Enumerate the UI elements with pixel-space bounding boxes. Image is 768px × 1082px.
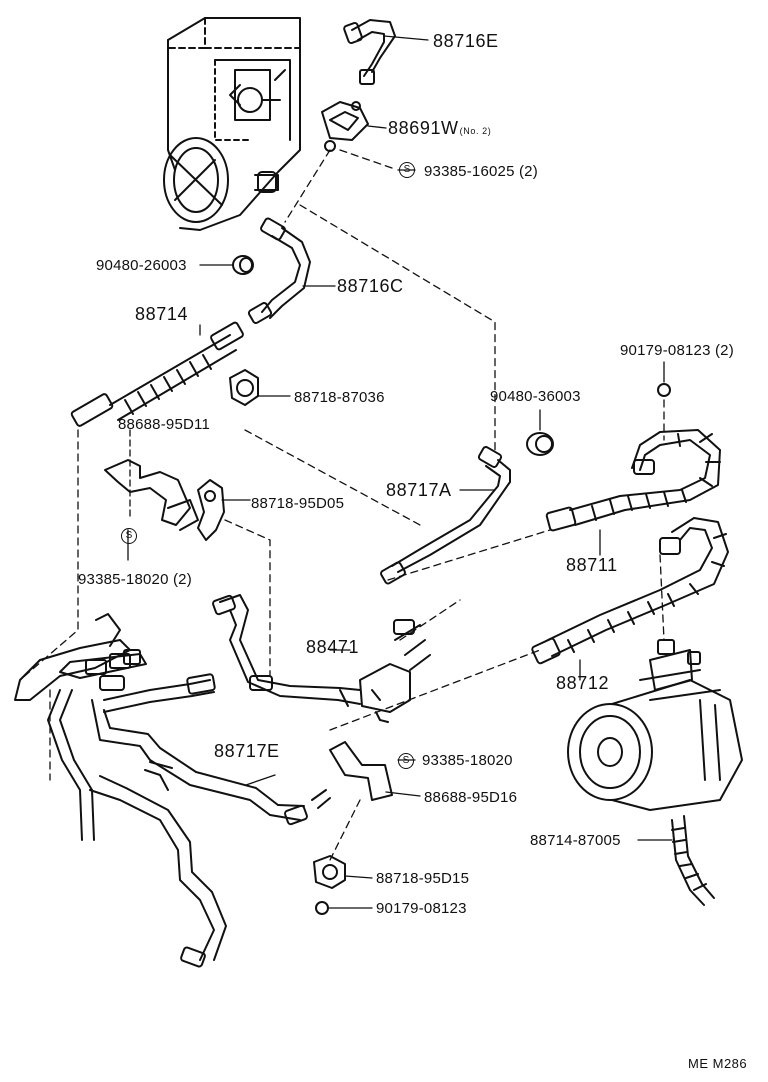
blower-unit-drawing — [163, 17, 301, 231]
label-88711: 88711 — [566, 555, 618, 575]
label-88688-95d16: 88688-95D16 — [424, 789, 518, 806]
label-88718-95d05: 88718-95D05 — [251, 495, 345, 512]
nut-08123-top-drawing — [657, 361, 671, 397]
clamp-87036-drawing — [229, 369, 291, 406]
label-90480-36003: 90480-36003 — [490, 388, 581, 405]
label-88717a: 88717A — [386, 480, 452, 500]
bracket-95d16-drawing — [329, 741, 421, 801]
grommet-26003-drawing — [199, 255, 254, 275]
label-88712: 88712 — [556, 673, 610, 693]
tube-87005-drawing — [637, 815, 715, 906]
compressor-drawing — [567, 639, 743, 811]
clamp-95d15-drawing — [313, 855, 373, 889]
label-90480-26003: 90480-26003 — [96, 257, 187, 274]
pipe-88717e-drawing — [47, 689, 331, 968]
label-88471: 88471 — [306, 637, 360, 657]
nut-08123-bottom-drawing — [315, 901, 373, 915]
bracket-95d11-drawing — [104, 429, 199, 531]
label-88691w-note: (No. 2) — [459, 126, 492, 136]
label-88717e: 88717E — [214, 741, 280, 761]
hose-88712-drawing — [531, 517, 729, 681]
pipe-front-drawing — [103, 673, 216, 713]
s-mark-18020: S — [398, 753, 414, 769]
label-88718-95d15: 88718-95D15 — [376, 870, 470, 887]
label-88718-87036: 88718-87036 — [294, 389, 385, 406]
label-88691w-number: 88691W — [388, 118, 459, 138]
hose-88717a-drawing — [380, 446, 511, 585]
label-93385-18020: 93385-18020 — [422, 752, 513, 769]
hose-88711-drawing — [545, 429, 721, 556]
label-88716e: 88716E — [433, 31, 499, 51]
label-93385-16025: 93385-16025 (2) — [424, 163, 538, 180]
label-88714-87005: 88714-87005 — [530, 832, 621, 849]
label-93385-18020-2: 93385-18020 (2) — [78, 571, 192, 588]
figure-code: ME M286 — [688, 1056, 748, 1071]
label-90179-08123: 90179-08123 — [376, 900, 467, 917]
label-88714: 88714 — [135, 304, 189, 324]
s-mark-18020-2: S — [121, 528, 137, 544]
manifold-left-drawing — [14, 613, 147, 701]
label-88688-95d11: 88688-95D11 — [118, 416, 210, 433]
hose-88714-drawing — [70, 321, 244, 427]
valve-88691w-drawing — [321, 101, 387, 152]
clamp-95d05-drawing — [197, 479, 251, 541]
dashed-assembly-lines — [19, 149, 665, 861]
label-88716c: 88716C — [337, 276, 404, 296]
receiver-88471-drawing — [212, 594, 431, 723]
hose-88716e-drawing — [343, 19, 429, 85]
hose-88716c-drawing — [247, 217, 336, 324]
s-mark-16025: S — [399, 162, 415, 178]
label-88691w: 88691W(No. 2) — [388, 119, 491, 137]
label-90179-08123-2: 90179-08123 (2) — [620, 342, 734, 359]
grommet-36003-drawing — [526, 409, 554, 456]
